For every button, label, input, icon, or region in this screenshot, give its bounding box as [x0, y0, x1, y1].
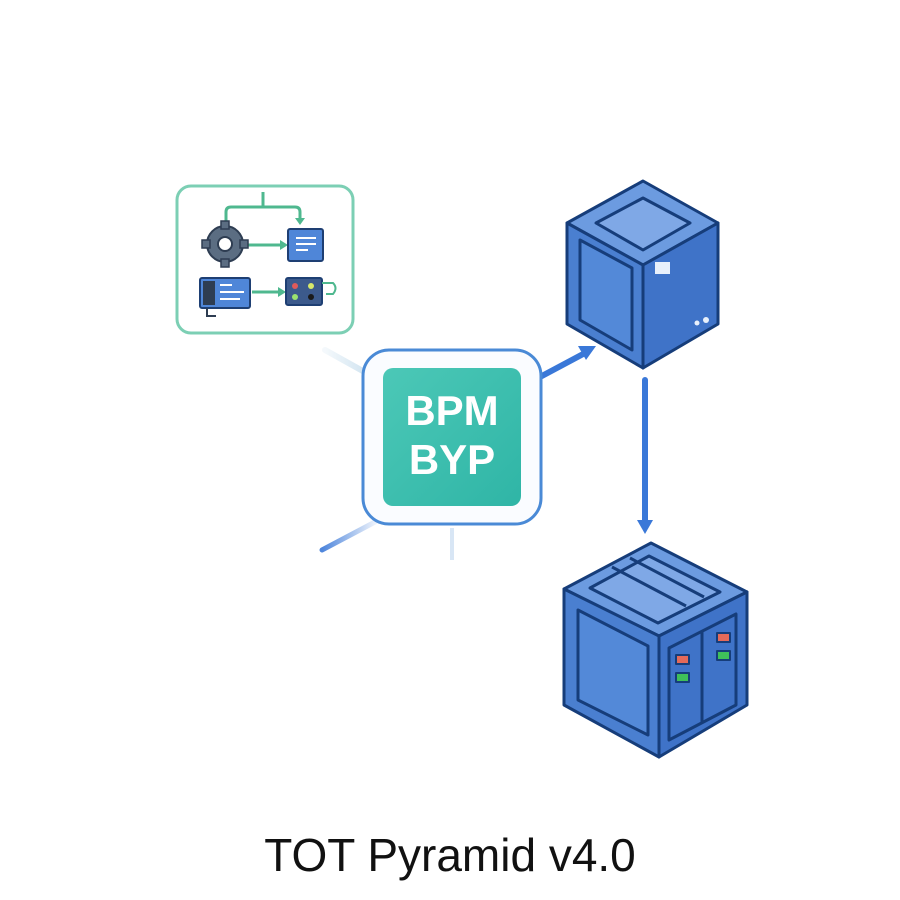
- workflow-panel[interactable]: [175, 184, 355, 335]
- terminal-icon: [199, 277, 251, 317]
- hub-node[interactable]: BPM BYP: [361, 348, 543, 526]
- hub-label-line1: BPM: [405, 387, 498, 434]
- arrow-top-to-bottom-server: [637, 377, 653, 534]
- gear-icon: [201, 220, 249, 268]
- server-top[interactable]: [565, 179, 720, 370]
- control-panel-icon: [285, 277, 337, 306]
- status-led-red: [716, 632, 731, 643]
- connector-hub-bottomleft: [319, 519, 378, 553]
- status-led-green: [716, 650, 731, 661]
- arrow-hub-to-top-server: [537, 346, 596, 380]
- server-bottom[interactable]: [562, 541, 749, 759]
- cube-right-face: [641, 221, 720, 370]
- status-led-green: [675, 672, 690, 683]
- hub-label-line2: BYP: [409, 436, 495, 483]
- diagram-title: TOT Pyramid v4.0: [264, 829, 636, 881]
- flow-arrows: [224, 192, 305, 297]
- document-icon: [287, 228, 324, 262]
- status-led-red: [675, 654, 690, 665]
